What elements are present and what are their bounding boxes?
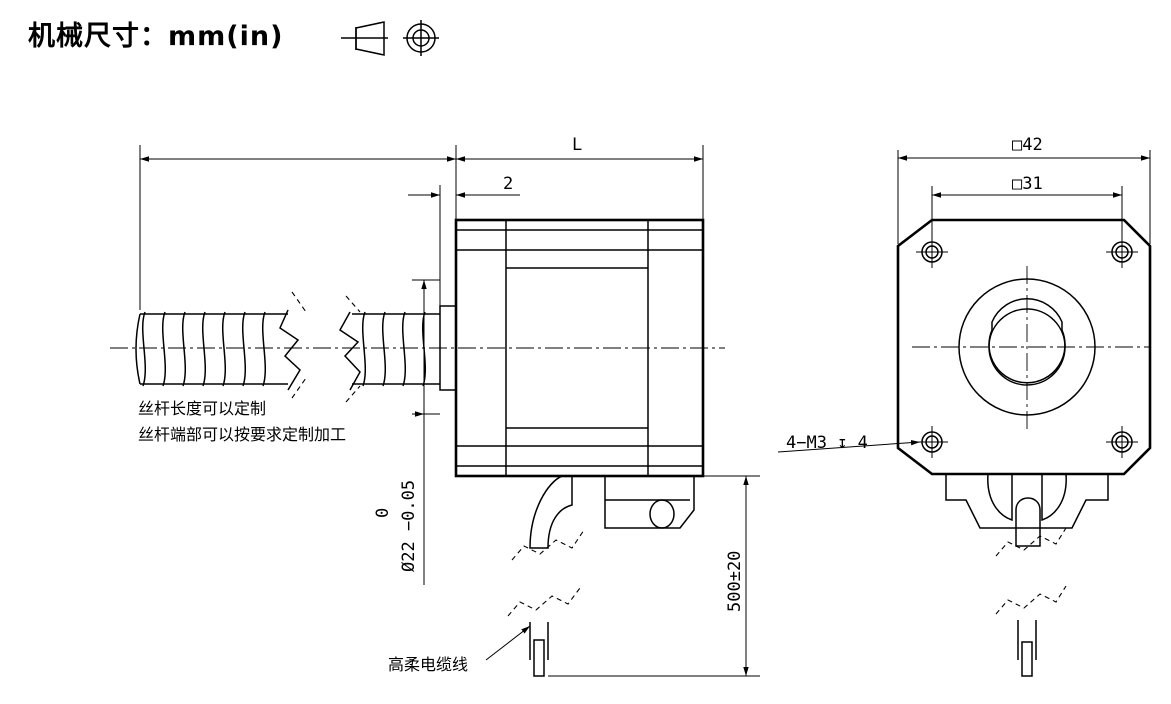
note-screw-end: 丝杆端部可以按要求定制加工 <box>138 425 346 444</box>
lead-screw-left <box>135 291 307 399</box>
cable <box>507 475 585 677</box>
motor-body <box>454 218 705 478</box>
page-title: 机械尺寸：mm(in) <box>28 21 284 52</box>
connector <box>604 476 695 529</box>
mount-hole-br <box>1106 426 1138 458</box>
dim-shaft-diameter: Ø22 −0.05 <box>399 480 419 572</box>
front-view: □42 □31 4−M3 ↧ 4 <box>777 135 1152 677</box>
dim-L: L <box>572 135 582 155</box>
dim-mount-holes: 4−M3 ↧ 4 <box>786 433 868 453</box>
dim-body-width: □42 <box>1012 135 1043 155</box>
side-view: L 2 0 Ø22 −0.05 500±20 丝杆长度可以定制 丝杆端部可以按要… <box>110 135 760 677</box>
concentric-circles-icon <box>403 20 439 56</box>
first-angle-projection-icon <box>341 21 388 56</box>
dim-flange-offset: 2 <box>503 174 513 194</box>
dim-hole-spacing: □31 <box>1012 174 1043 194</box>
mount-hole-bl <box>916 426 948 458</box>
lead-screw-right <box>339 295 457 403</box>
note-screw-length: 丝杆长度可以定制 <box>138 399 266 418</box>
dim-shaft-tol-upper: 0 <box>373 508 393 518</box>
dim-cable-length: 500±20 <box>725 551 745 612</box>
note-cable: 高柔电缆线 <box>388 655 468 674</box>
